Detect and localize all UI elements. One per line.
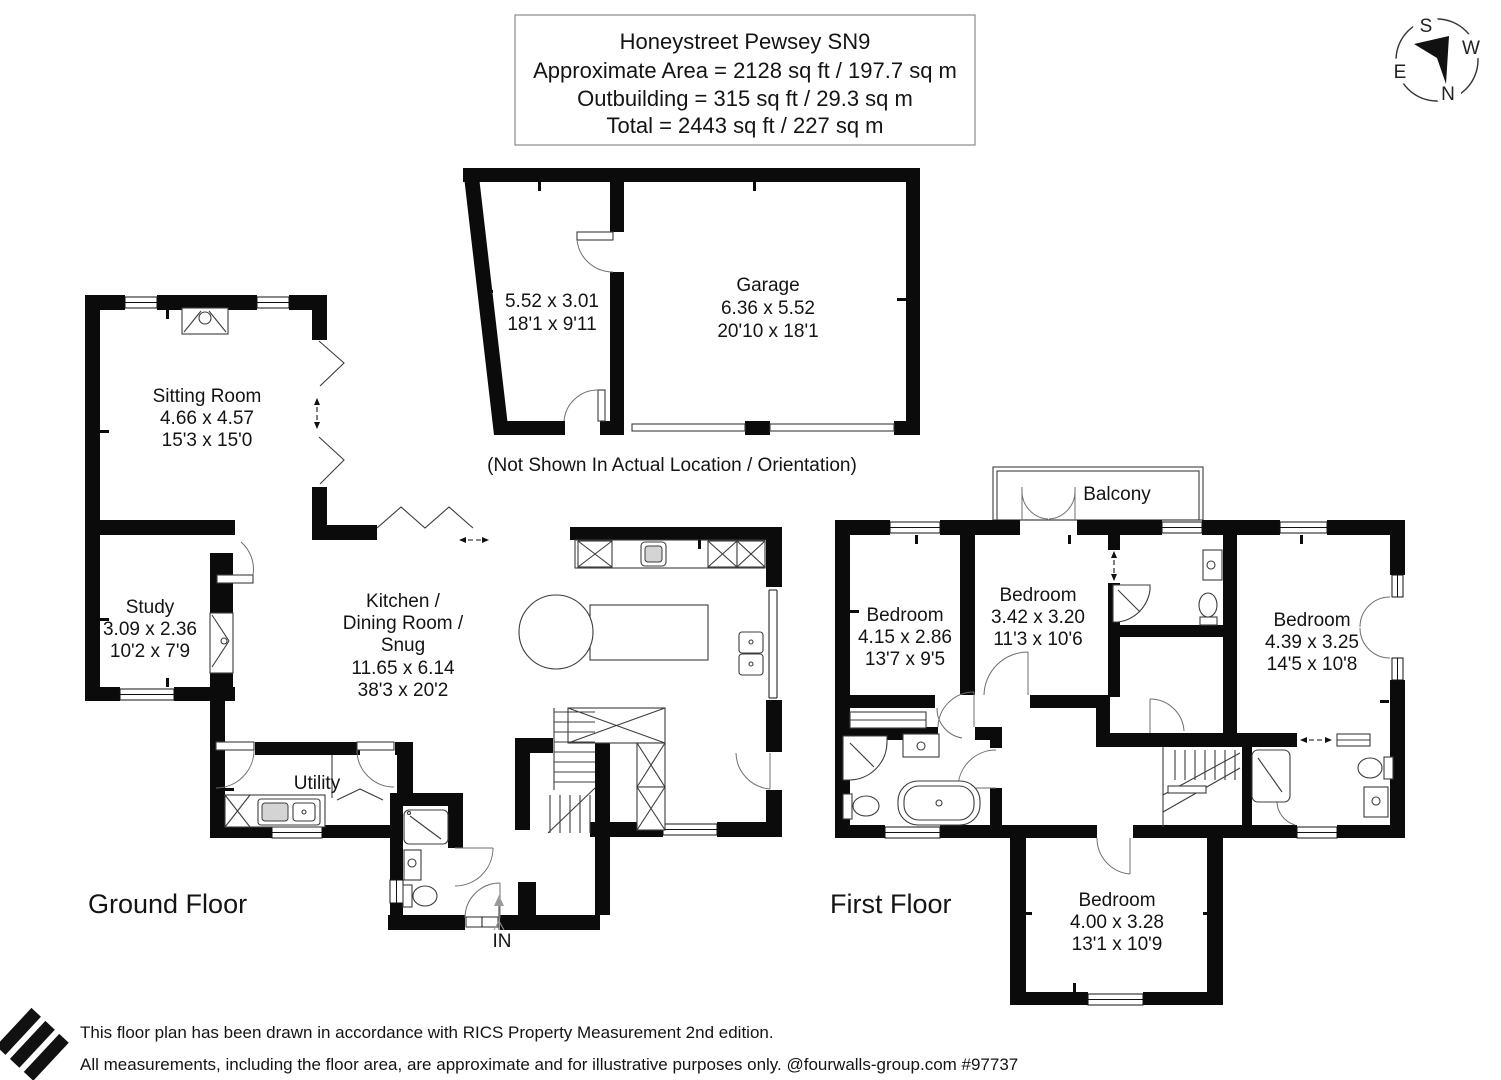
ff-right-bathroom-fixtures: [1251, 749, 1394, 818]
ff-shower-room-fixtures: [1112, 549, 1223, 626]
compass-west: W: [1462, 38, 1480, 59]
ff-walls: [835, 520, 1405, 1005]
bedroom4-name: Bedroom: [1078, 890, 1155, 911]
entrance-label: IN: [493, 931, 512, 952]
ff-ticks: [850, 535, 1389, 992]
sitting-room-dims-m: 4.66 x 4.57: [160, 408, 254, 429]
bedroom3-name: Bedroom: [1273, 610, 1350, 631]
bedroom4-dims-m: 4.00 x 3.28: [1070, 912, 1164, 933]
balcony: [992, 466, 1204, 521]
outbuilding-doors: [563, 231, 614, 422]
island-icon: [589, 604, 709, 661]
footer: This floor plan has been drawn in accord…: [0, 1007, 1018, 1080]
outbuilding-ticks: [484, 182, 906, 301]
compass-needle-icon: [1414, 36, 1449, 84]
garage-door: [631, 423, 895, 432]
compass-north: N: [1441, 84, 1455, 105]
balcony-label: Balcony: [1083, 484, 1151, 505]
kitchen-name-3: Snug: [381, 635, 425, 656]
wc-fixtures: [402, 809, 449, 908]
study-name: Study: [126, 597, 175, 618]
ff-opening-arrows: [1111, 551, 1332, 743]
garage-dims-ft: 20'10 x 18'1: [717, 321, 818, 342]
garage-name: Garage: [736, 275, 799, 296]
gf-ticks: [100, 310, 701, 791]
bedroom1-dims-ft: 13'7 x 9'5: [865, 649, 945, 670]
first-floor: Balcony Bedroom 4.15 x 2.86 13'7 x 9'5 B…: [830, 466, 1405, 1006]
gf-entrance-arrow-icon: [493, 895, 505, 931]
store-dims-ft: 18'1 x 9'11: [507, 314, 596, 335]
bedroom1-dims-m: 4.15 x 2.86: [858, 627, 952, 648]
ground-floor: Sitting Room 4.66 x 4.57 15'3 x 15'0 Stu…: [85, 295, 782, 952]
bedroom3-dims-ft: 14'5 x 10'8: [1267, 654, 1358, 675]
title-line-1: Honeystreet Pewsey SN9: [620, 29, 871, 54]
title-box: Honeystreet Pewsey SN9 Approximate Area …: [514, 14, 976, 146]
ff-windows: [884, 521, 1404, 1006]
bedroom2-name: Bedroom: [999, 585, 1076, 606]
shower-icon: [403, 809, 449, 845]
utility-fixtures: [224, 794, 326, 828]
outbuilding: 5.52 x 3.01 18'1 x 9'11 Garage 6.36 x 5.…: [463, 168, 920, 476]
title-line-4: Total = 2443 sq ft / 227 sq m: [607, 113, 884, 138]
compass-south: S: [1420, 16, 1433, 37]
gf-stairs-icon: [547, 708, 596, 834]
compass-east: E: [1394, 62, 1407, 83]
table-icon: [518, 594, 594, 670]
fourwalls-logo-icon: [0, 1007, 69, 1080]
bedroom4-dims-ft: 13'1 x 10'9: [1072, 934, 1163, 955]
toilet-icon: [1199, 616, 1218, 626]
gf-doors: [215, 340, 771, 928]
footer-line-1: This floor plan has been drawn in accord…: [80, 1023, 774, 1042]
title-line-3: Outbuilding = 315 sq ft / 29.3 sq m: [577, 86, 913, 111]
fireplace-icon: [181, 307, 229, 335]
study-dims-m: 3.09 x 2.36: [103, 619, 197, 640]
ff-stairs-icon: [1162, 747, 1241, 827]
outbuilding-walls: [463, 168, 920, 435]
toilet-icon: [402, 884, 413, 908]
kitchen-dims-ft: 38'3 x 20'2: [358, 680, 449, 701]
kitchen-name-1: Kitchen /: [366, 591, 441, 612]
ff-left-bathroom-fixtures: [842, 733, 981, 826]
bedroom1-name: Bedroom: [866, 605, 943, 626]
ground-floor-label: Ground Floor: [88, 889, 247, 919]
utility-name: Utility: [294, 773, 341, 794]
bedroom2-dims-m: 3.42 x 3.20: [991, 607, 1085, 628]
gf-opening-arrows: [314, 398, 489, 543]
kitchen-fixtures: [518, 539, 766, 831]
study-cupboard-icon: [209, 612, 234, 674]
kitchen-dims-m: 11.65 x 6.14: [351, 658, 455, 679]
study-dims-ft: 10'2 x 7'9: [110, 641, 190, 662]
basin-icon: [1202, 549, 1223, 581]
sitting-room-name: Sitting Room: [153, 386, 262, 407]
first-floor-label: First Floor: [830, 889, 952, 919]
basin-icon: [1363, 786, 1389, 818]
store-dims-m: 5.52 x 3.01: [505, 291, 599, 312]
sitting-room-dims-ft: 15'3 x 15'0: [162, 430, 253, 451]
footer-line-2: All measurements, including the floor ar…: [80, 1055, 1018, 1074]
toilet-icon: [1383, 756, 1394, 780]
compass-rose: S W N E: [1387, 12, 1484, 106]
ff-wardrobes: [849, 711, 1371, 747]
outbuilding-note: (Not Shown In Actual Location / Orientat…: [487, 455, 857, 476]
cooker-icon: [738, 631, 764, 654]
garage-dims-m: 6.36 x 5.52: [721, 298, 815, 319]
toilet-icon: [842, 793, 853, 820]
kitchen-name-2: Dining Room /: [343, 613, 464, 634]
basin-icon: [403, 849, 422, 881]
bedroom3-dims-m: 4.39 x 3.25: [1265, 632, 1359, 653]
bedroom2-dims-ft: 11'3 x 10'6: [993, 629, 1082, 650]
basin-icon: [902, 733, 940, 758]
title-line-2: Approximate Area = 2128 sq ft / 197.7 sq…: [533, 58, 957, 83]
